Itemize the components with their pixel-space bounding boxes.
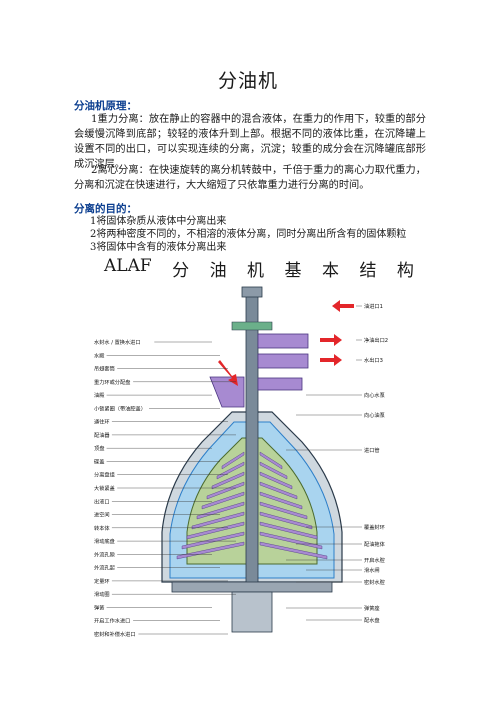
separation-disc xyxy=(259,501,308,520)
arrow-left-icon xyxy=(320,354,342,366)
right-label: 覆盖封环 xyxy=(364,523,385,531)
diagram-title-char: 油 xyxy=(209,261,227,281)
separation-disc xyxy=(221,451,245,470)
right-label: 密封水腔 xyxy=(364,578,385,586)
purpose-item-1: 1将固体杂质从液体中分离出来 xyxy=(90,216,227,227)
separation-disc xyxy=(196,501,245,520)
left-label: 水殿 xyxy=(94,351,105,359)
purpose-heading: 分离的目的： xyxy=(74,203,137,215)
separation-disc xyxy=(176,541,245,560)
right-label: 向心油泵 xyxy=(364,411,385,419)
left-label: 吊翅套筒 xyxy=(94,365,115,373)
principle-heading: 分油机原理： xyxy=(74,100,137,112)
separation-disc xyxy=(259,531,323,550)
separation-disc xyxy=(191,511,245,530)
left-label: 出液口 xyxy=(94,497,110,505)
separation-disc xyxy=(181,531,245,550)
right-label: 弹簧座 xyxy=(364,604,380,612)
diagram-title-char: 结 xyxy=(359,261,377,281)
separator-base xyxy=(171,581,333,633)
left-label: 密封和补偿水进口 xyxy=(94,630,136,638)
left-label: 水封水 / 置换水进口 xyxy=(94,338,141,346)
separation-disc xyxy=(259,521,318,540)
outlet-housing xyxy=(209,333,309,408)
left-label: 外流孔隙 xyxy=(94,550,115,558)
left-label: 弹簧 xyxy=(94,603,104,611)
right-label: 净油出口2 xyxy=(364,336,388,344)
diagram-title-char: 基 xyxy=(284,261,302,281)
right-label: 油进口1 xyxy=(364,302,383,310)
page-title: 分油机 xyxy=(217,70,278,92)
left-label: 顶盘 xyxy=(94,444,104,452)
separation-disc xyxy=(259,511,313,530)
purpose-item-3: 3将固体中含有的液体分离出来 xyxy=(90,242,227,253)
diagram-title: ALAF 分 油 机 基 本 结 构 xyxy=(104,256,414,281)
right-labels: 油进口1 净油出口2 水出口3 向心水泵向心油泵进口管覆盖封环配油拖体开启水腔滑水闸密… xyxy=(364,302,388,624)
left-label: 定量环 xyxy=(94,577,110,585)
separation-disc xyxy=(206,481,245,500)
left-label: 油殿 xyxy=(94,391,105,399)
diagram-title-char: 机 xyxy=(247,261,265,281)
left-label: 小锁紧圈（带油腔盖） xyxy=(94,404,146,412)
arrow-right-icon xyxy=(332,300,354,312)
separation-disc xyxy=(259,461,288,480)
separation-disc xyxy=(259,481,298,500)
separation-disc xyxy=(259,541,328,560)
left-label: 滑动底盘 xyxy=(94,537,115,545)
right-label: 向心水泵 xyxy=(364,391,385,399)
diagram-title-char: 本 xyxy=(321,261,339,281)
left-label: 大锁紧盖 xyxy=(94,484,115,492)
left-label: 滑动圈 xyxy=(94,590,110,598)
right-label: 滑水闸 xyxy=(364,566,380,574)
right-label: 配油拖体 xyxy=(364,540,386,548)
diagram-title-char: ALAF xyxy=(104,256,152,276)
separation-disc xyxy=(201,491,245,510)
left-label: 分离盘组 xyxy=(94,471,115,479)
right-label: 配水盘 xyxy=(364,616,380,624)
separator-diagram: 水封水 / 置换水进口水殿吊翅套筒重力环或分配盘油殿小锁紧圈（带油腔盖） 通往环配… xyxy=(92,282,410,642)
right-label: 进口管 xyxy=(364,446,380,454)
principle-paragraph-2: 2离心分离：在快速旋转的离分机转鼓中，千倍于重力的离心力取代重力，分离和沉淀在快… xyxy=(74,165,426,191)
arrow-down-icon xyxy=(218,360,238,386)
left-label: 进空间 xyxy=(94,511,110,519)
disc-stack xyxy=(176,451,328,560)
leader-lines xyxy=(106,305,362,635)
left-label: 开启工作水进口 xyxy=(94,617,130,625)
arrow-left-icon xyxy=(320,334,342,346)
separation-disc xyxy=(211,471,245,490)
principle-paragraph-1: 1重力分离：放在静止的容器中的混合液体，在重力的作用下，较重的部分会缓慢沉降到底… xyxy=(74,114,426,170)
separation-disc xyxy=(259,491,303,510)
left-label: 外流孔起 xyxy=(94,564,116,572)
separation-disc xyxy=(259,451,283,470)
flow-arrows xyxy=(218,300,354,386)
diagram-title-char: 分 xyxy=(172,261,190,281)
right-label: 开启水腔 xyxy=(364,556,385,564)
left-label: 转本体 xyxy=(94,524,110,532)
right-label: 水出口3 xyxy=(364,356,383,364)
left-label: 通往环 xyxy=(94,418,110,426)
left-label: 碟盖 xyxy=(94,457,104,465)
diagram-title-char: 构 xyxy=(396,261,414,281)
separation-disc xyxy=(259,471,293,490)
left-label: 重力环或分配盘 xyxy=(94,378,130,386)
left-label: 配油器 xyxy=(94,431,110,439)
purpose-item-2: 2将两种密度不同的，不相溶的液体分离，同时分离出所含有的固体颗粒 xyxy=(90,229,407,240)
separation-disc xyxy=(186,521,245,540)
